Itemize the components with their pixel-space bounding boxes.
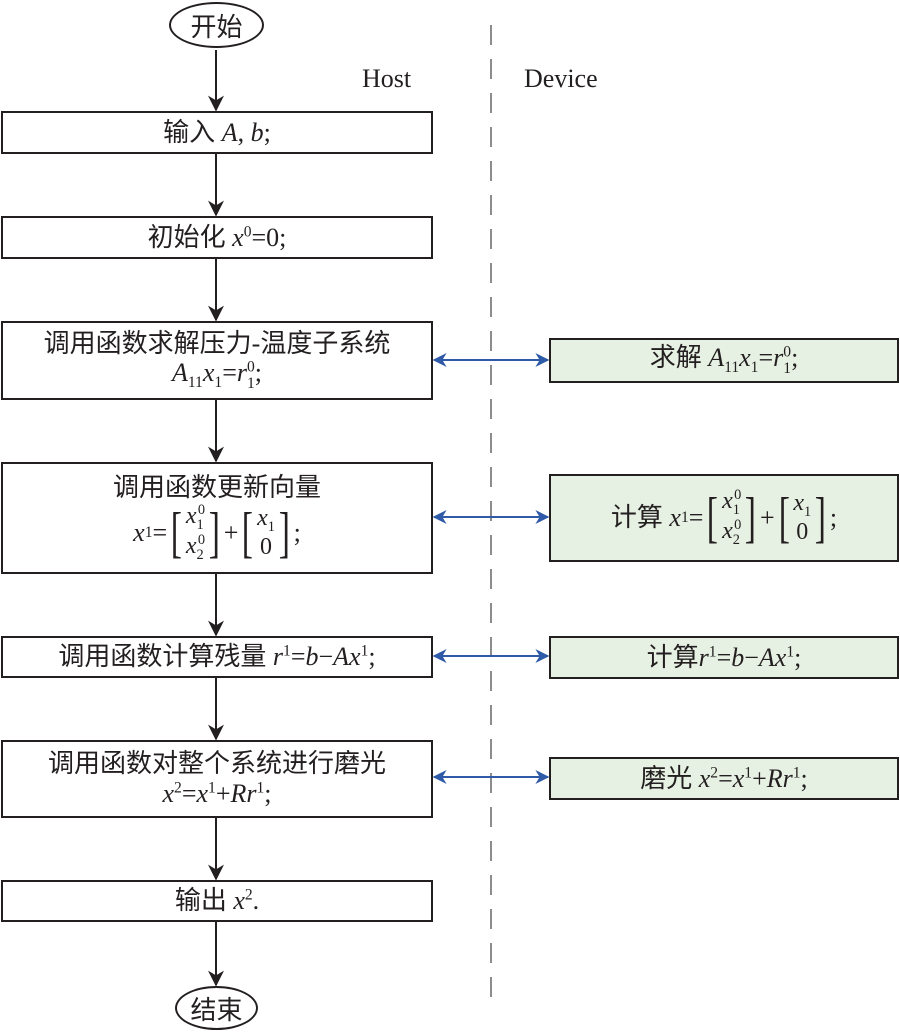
device-step-solve: 求解 A11x1=r01; xyxy=(549,338,899,383)
host-step-smooth: 调用函数对整个系统进行磨光 x2=x1+Rr1; xyxy=(1,740,433,818)
device-step-residual: 计算r1=b−Ax1; xyxy=(549,636,899,679)
host-step-init: 初始化 x0=0; xyxy=(1,216,433,259)
host-step-residual: 调用函数计算残量 r1=b−Ax1; xyxy=(1,636,433,678)
step-text: 调用函数对整个系统进行磨光 xyxy=(47,749,386,779)
device-step-smooth: 磨光 x2=x1+Rr1; xyxy=(549,757,899,800)
step-text: 计算 xyxy=(646,642,699,672)
step-text: 调用函数更新向量 xyxy=(112,473,321,503)
step-text: 输入 xyxy=(163,117,216,147)
host-step-solve: 调用函数求解压力-温度子系统 A11x1=r01; xyxy=(1,321,433,400)
step-text: 输出 xyxy=(174,886,227,916)
step-text: 调用函数求解压力-温度子系统 xyxy=(43,328,391,358)
end-node: 结束 xyxy=(175,986,258,1030)
start-node: 开始 xyxy=(169,2,264,48)
step-text: 初始化 xyxy=(147,222,226,252)
host-step-input: 输入 A, b; xyxy=(1,111,433,154)
device-lane-label: Device xyxy=(524,64,598,93)
step-text: 磨光 xyxy=(640,763,693,793)
host-lane-label: Host xyxy=(362,64,412,93)
host-step-output: 输出 x2. xyxy=(1,880,433,922)
step-text: 计算 xyxy=(610,503,663,533)
step-text: 求解 xyxy=(649,343,702,373)
step-text: 调用函数计算残量 xyxy=(58,642,267,672)
